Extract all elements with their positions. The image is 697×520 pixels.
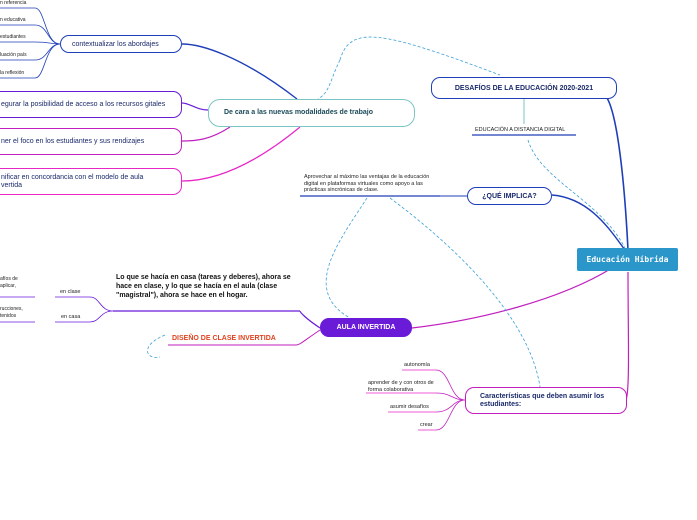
connector-root-caracteristicas bbox=[625, 271, 630, 401]
en-clase-label: en clase bbox=[60, 289, 81, 295]
asegurar-label: egurar la posibilidad de acceso a los re… bbox=[1, 100, 166, 108]
context-item: luación país bbox=[0, 52, 27, 58]
diseno-label: DISEÑO DE CLASE INVERTIDA bbox=[172, 335, 276, 342]
caracteristica-item: crear bbox=[420, 422, 433, 428]
connector-root-aula bbox=[411, 267, 613, 329]
en-casa-label: en casa bbox=[61, 314, 81, 320]
caracteristicas-label: Características que deben asumir los est… bbox=[480, 392, 605, 408]
en-casa-text: rucciones, tenidos bbox=[0, 306, 23, 319]
context-item: n referencia bbox=[0, 0, 27, 6]
connector-root-implica bbox=[551, 194, 626, 251]
en-clase-text: afíos de aplicar, bbox=[0, 276, 18, 289]
aula-invertida-label: AULA INVERTIDA bbox=[336, 324, 396, 331]
caracteristicas-node[interactable]: Características que deben asumir los est… bbox=[465, 387, 627, 414]
implica-node[interactable]: ¿QUÉ IMPLICA? bbox=[467, 187, 552, 205]
context-item: n educativa bbox=[0, 17, 26, 23]
foco-node[interactable]: ner el foco en los estudiantes y sus ren… bbox=[0, 128, 182, 155]
caracteristica-item: asumir desafíos bbox=[390, 404, 429, 410]
planificar-node[interactable]: nificar en concordancia con el modelo de… bbox=[0, 168, 182, 195]
caracteristica-item: aprender de y con otros de forma colabor… bbox=[368, 380, 434, 393]
desafios-node[interactable]: DESAFÍOS DE LA EDUCACIÓN 2020-2021 bbox=[431, 77, 617, 99]
desafios-label: DESAFÍOS DE LA EDUCACIÓN 2020-2021 bbox=[454, 84, 594, 92]
caracteristica-item: autonomía bbox=[404, 362, 430, 368]
foco-label: ner el foco en los estudiantes y sus ren… bbox=[1, 137, 145, 145]
contextualizar-node[interactable]: contextualizar los abordajes bbox=[60, 35, 182, 53]
implica-text: Aprovechar al máximo las ventajas de la … bbox=[304, 174, 430, 193]
modalidades-label: De cara a las nuevas modalidades de trab… bbox=[224, 109, 374, 116]
context-item: estudiantes bbox=[0, 34, 26, 40]
implica-label: ¿QUÉ IMPLICA? bbox=[482, 192, 537, 200]
aula-invertida-node[interactable]: AULA INVERTIDA bbox=[320, 318, 412, 337]
modalidades-node[interactable]: De cara a las nuevas modalidades de trab… bbox=[208, 99, 415, 127]
asegurar-node[interactable]: egurar la posibilidad de acceso a los re… bbox=[0, 91, 182, 118]
desafios-sub: EDUCACIÓN A DISTANCIA DIGITAL bbox=[475, 127, 566, 133]
context-item: la reflexión bbox=[0, 70, 25, 76]
root-label: Educación Híbrida bbox=[586, 255, 669, 264]
root-node[interactable]: Educación Híbrida bbox=[577, 248, 678, 271]
planificar-label: nificar en concordancia con el modelo de… bbox=[1, 173, 144, 189]
contextualizar-label: contextualizar los abordajes bbox=[72, 40, 159, 48]
connector-root-desafios bbox=[604, 94, 629, 251]
aula-desc: Lo que se hacía en casa (tareas y debere… bbox=[116, 274, 291, 299]
